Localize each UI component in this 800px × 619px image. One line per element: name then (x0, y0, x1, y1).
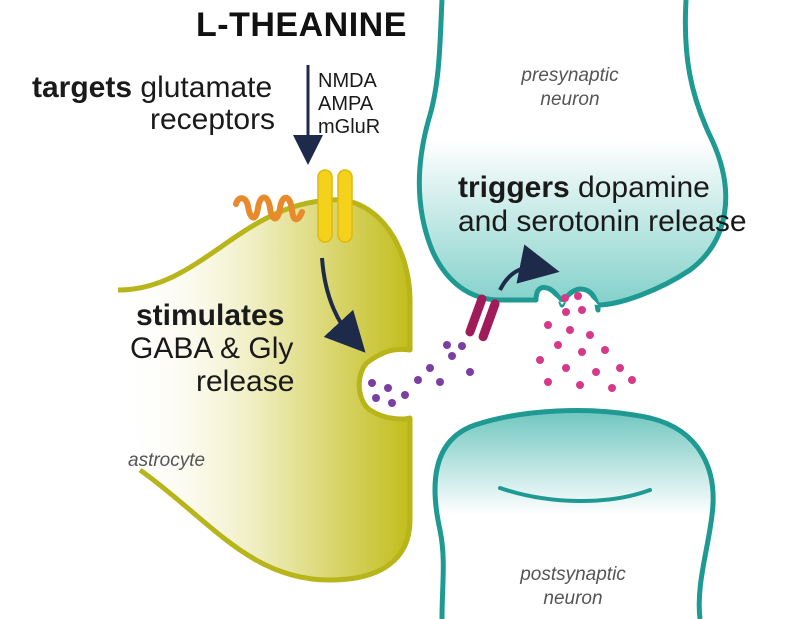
ionotropic-receptor-right (337, 169, 353, 243)
stimulates-line3: release (196, 365, 295, 398)
diagram-title: L-THEANINE (196, 6, 407, 44)
stimulates-line2: GABA & Gly (130, 332, 294, 365)
stimulates-arrow (320, 257, 366, 353)
receptor-nmda: NMDA (318, 70, 377, 92)
triggers-line1-rest: dopamine (578, 171, 710, 204)
presynaptic-neuron-body (416, 0, 729, 313)
presynaptic-label-1: presynaptic (521, 65, 619, 86)
triggers-arrow (498, 244, 560, 291)
postsynaptic-label-1: postsynaptic (520, 564, 626, 585)
triggers-keyword: triggers (458, 171, 570, 204)
receptor-ampa: AMPA (318, 93, 374, 115)
presynaptic-label-2: neuron (540, 89, 600, 110)
presynaptic-receptor (465, 294, 500, 342)
postsynaptic-neuron-body (432, 408, 716, 619)
stimulates-keyword: stimulates (136, 299, 285, 332)
astrocyte-label: astrocyte (128, 450, 206, 471)
triggers-line1: triggers dopamine (458, 172, 710, 204)
targets-line1-rest: glutamate (140, 71, 273, 104)
postsynaptic-label-2: neuron (543, 588, 603, 609)
postsynaptic-density (498, 486, 652, 503)
ionotropic-receptor-left (317, 169, 333, 243)
receptor-mglur: mGluR (318, 116, 381, 138)
triggers-line2: and serotonin release (458, 205, 747, 238)
gaba-gly-vesicles (368, 341, 474, 407)
targets-keyword: targets (32, 71, 133, 104)
mglur-receptor (233, 194, 305, 223)
dopamine-serotonin-vesicles (536, 292, 636, 392)
astrocyte-body (117, 197, 413, 583)
targets-line2: receptors (150, 103, 276, 136)
targets-line1: targets glutamate (32, 72, 272, 104)
